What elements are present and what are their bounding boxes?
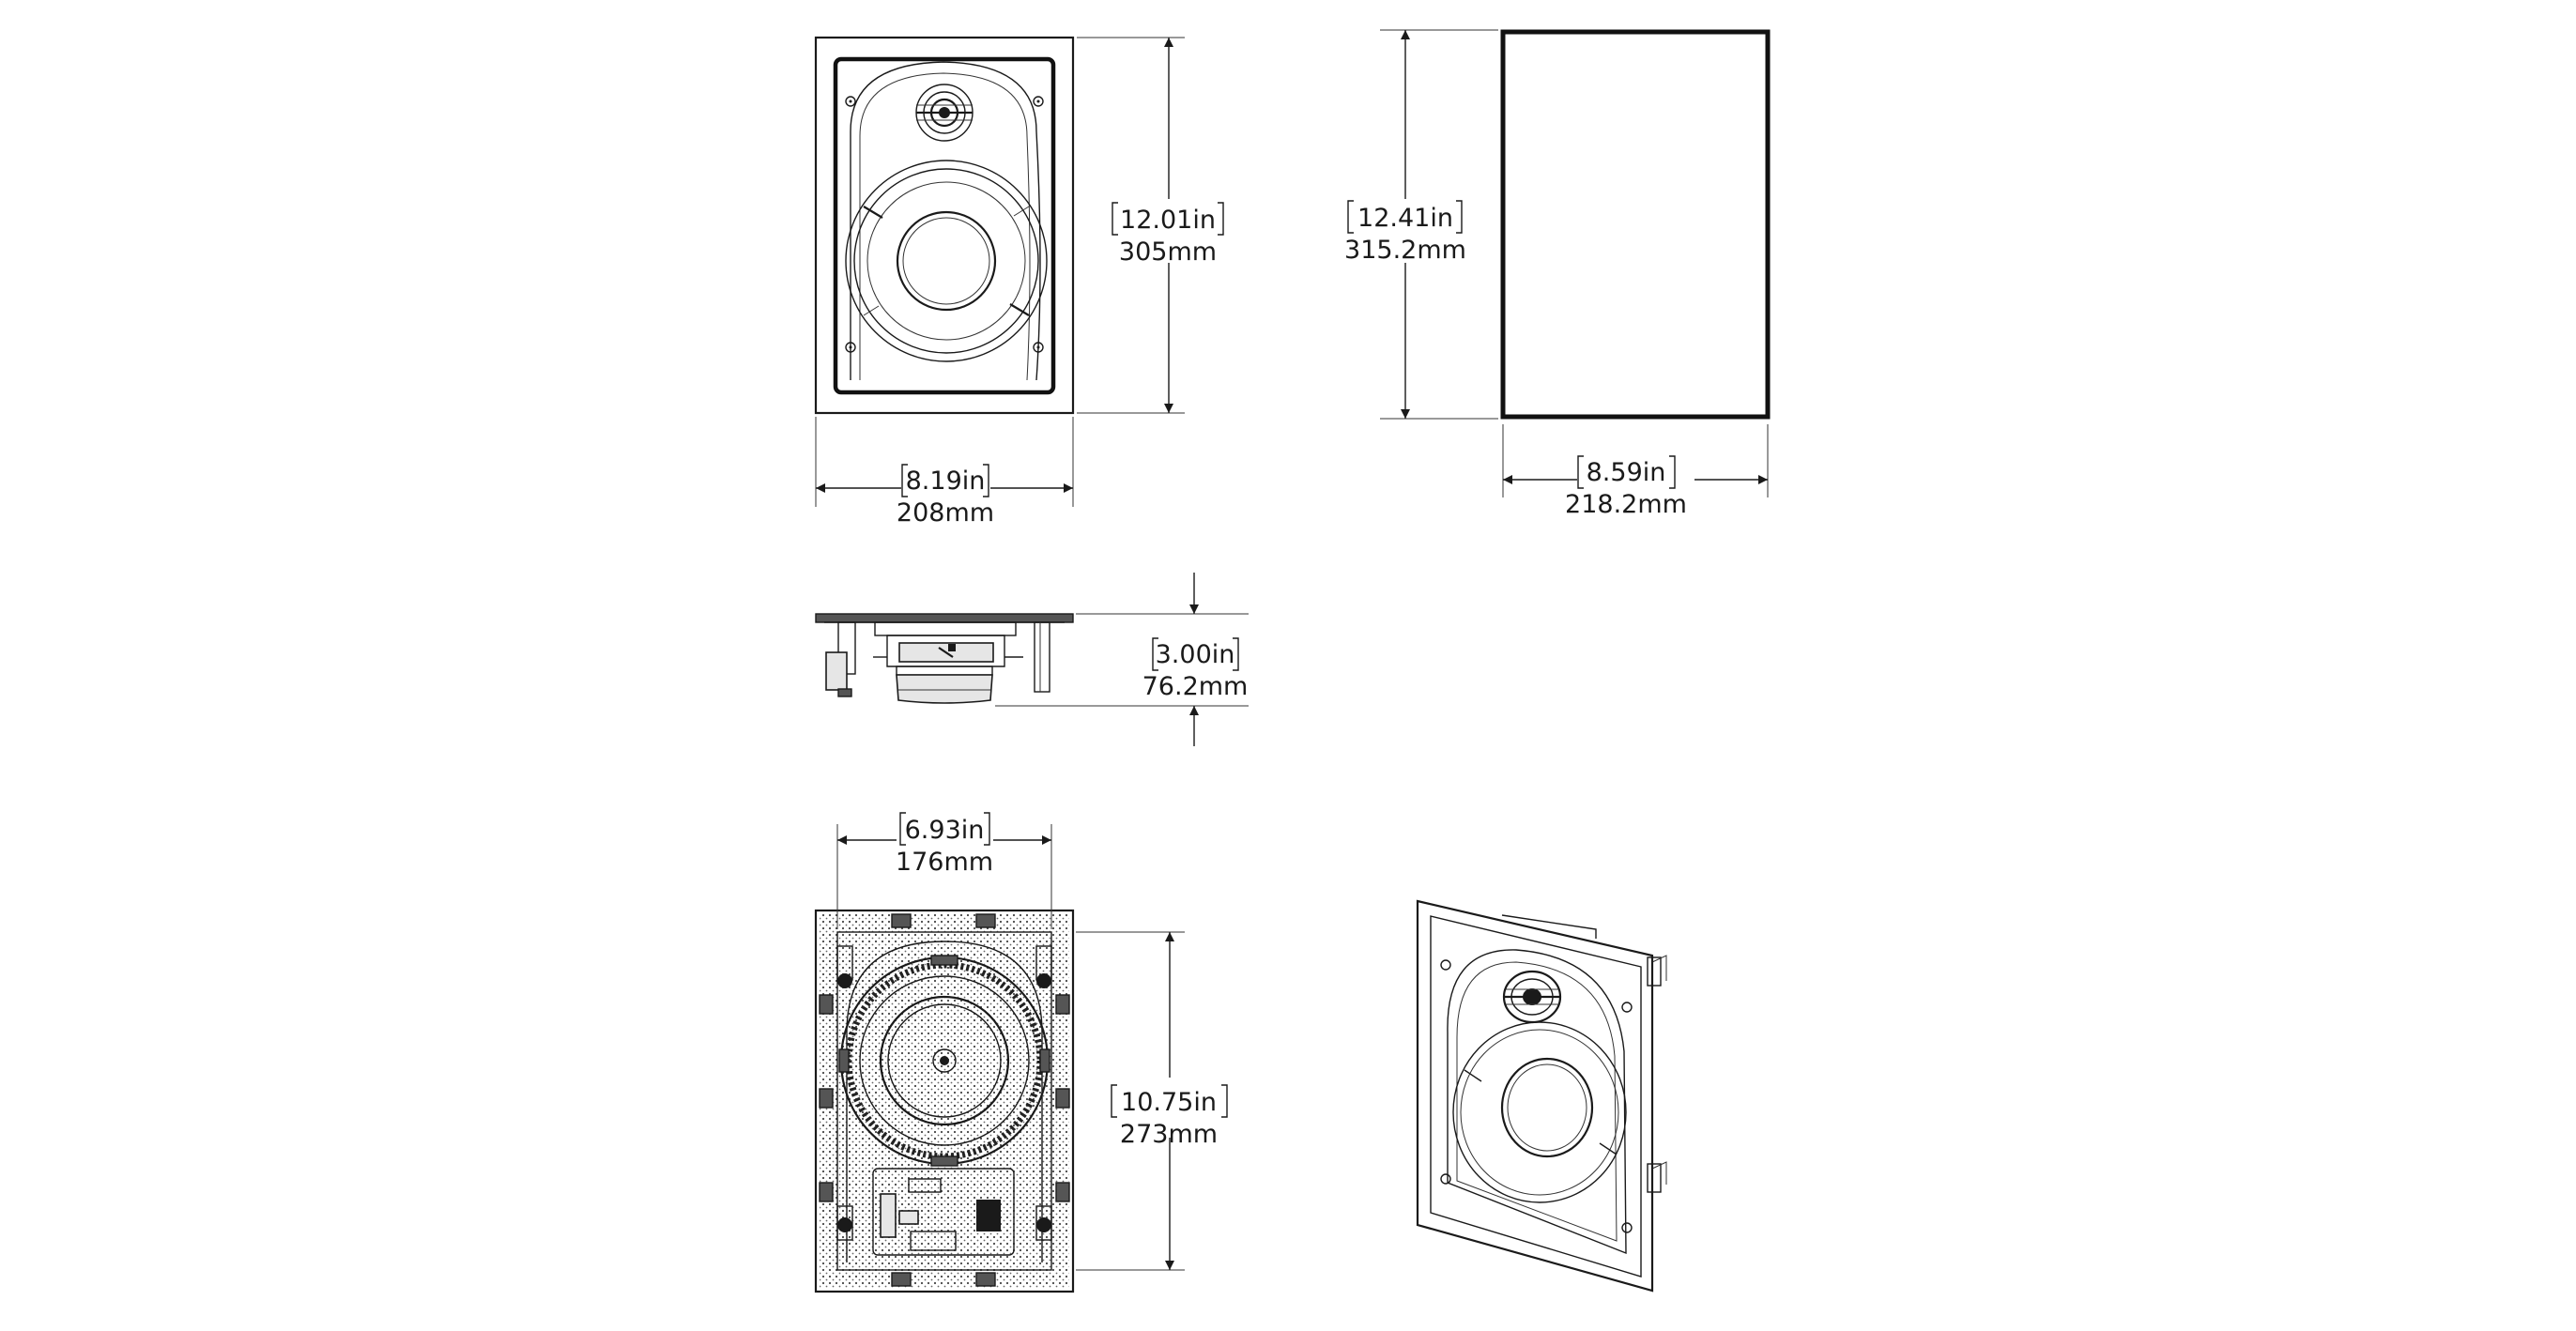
cutout-width-in: 8.59in bbox=[1587, 458, 1666, 487]
cutout-height-in: 12.41in bbox=[1357, 204, 1453, 233]
side-view bbox=[815, 613, 1074, 704]
woofer-icon bbox=[845, 160, 1048, 362]
isometric-view bbox=[1416, 899, 1667, 1293]
iso-woofer-icon bbox=[1452, 1021, 1627, 1203]
screw-icon bbox=[845, 96, 1044, 353]
front-width-dimension: 8.19in 208mm bbox=[815, 417, 1074, 528]
back-width-dimension: 6.93in 176mm bbox=[836, 812, 1052, 929]
back-view bbox=[814, 909, 1075, 1293]
front-height-dimension: 12.01in 305mm bbox=[1077, 37, 1224, 414]
back-height-mm: 273mm bbox=[1120, 1120, 1218, 1149]
front-view bbox=[814, 36, 1075, 415]
back-width-in: 6.93in bbox=[905, 816, 985, 845]
woofer-basket-icon bbox=[838, 955, 1050, 1167]
cutout-width-dimension: 8.59in 218.2mm bbox=[1502, 424, 1769, 519]
depth-dimension: 3.00in 76.2mm bbox=[995, 573, 1249, 746]
cutout-template bbox=[1500, 29, 1771, 420]
front-width-mm: 208mm bbox=[897, 498, 994, 528]
depth-in: 3.00in bbox=[1156, 640, 1235, 669]
back-width-mm: 176mm bbox=[896, 848, 993, 877]
front-grille-frame bbox=[814, 36, 1075, 415]
cutout-height-dimension: 12.41in 315.2mm bbox=[1344, 29, 1498, 420]
front-width-in: 8.19in bbox=[906, 467, 986, 496]
front-inner-bezel bbox=[833, 56, 1056, 395]
depth-mm: 76.2mm bbox=[1142, 672, 1249, 701]
iso-tweeter-icon bbox=[1502, 970, 1562, 1024]
tweeter-icon bbox=[915, 84, 974, 142]
front-height-in: 12.01in bbox=[1120, 206, 1216, 235]
cutout-width-mm: 218.2mm bbox=[1565, 490, 1687, 519]
front-height-mm: 305mm bbox=[1119, 237, 1217, 267]
front-baffle-curve bbox=[850, 61, 1041, 381]
cutout-height-mm: 315.2mm bbox=[1344, 236, 1466, 265]
clamp-icon bbox=[836, 945, 1052, 1241]
back-height-in: 10.75in bbox=[1121, 1088, 1217, 1117]
back-height-dimension: 10.75in 273mm bbox=[1076, 931, 1228, 1271]
terminal-plate-icon bbox=[872, 1168, 1015, 1256]
